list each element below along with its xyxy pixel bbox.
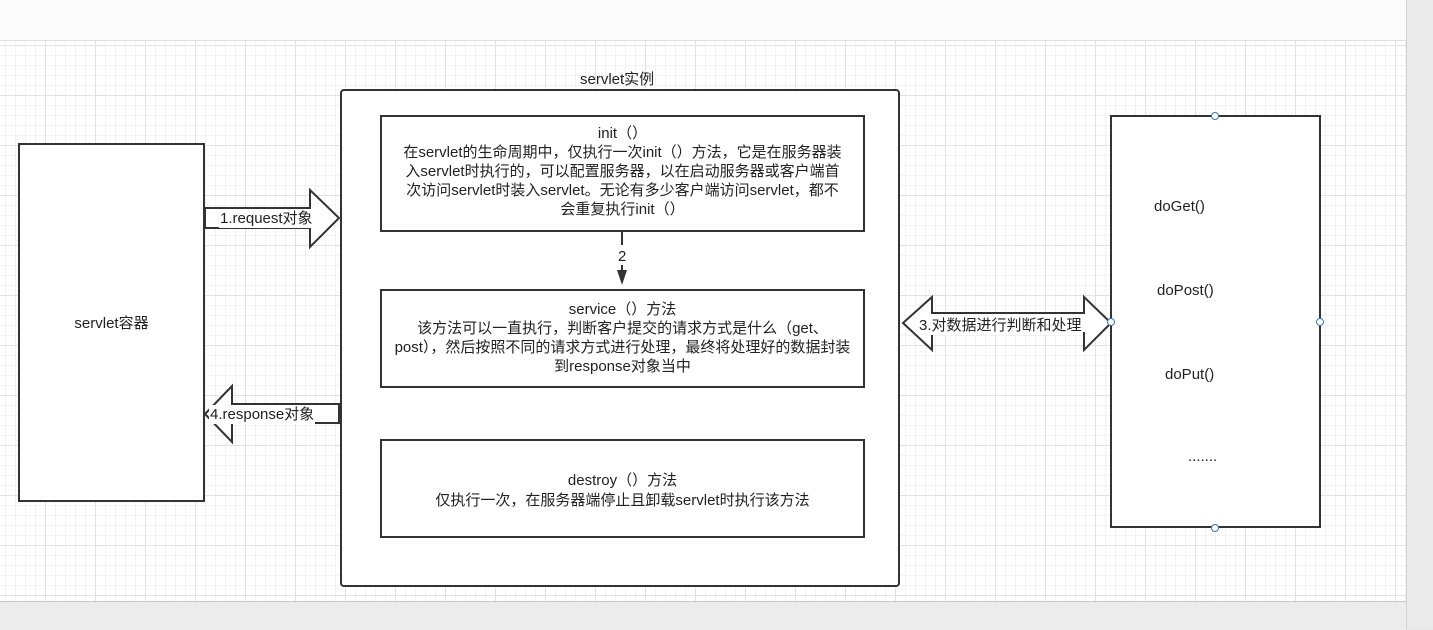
destroy-method-box[interactable]: destroy（）方法 仅执行一次，在服务器端停止且卸载servlet时执行该方… — [380, 439, 865, 538]
init-method-title: init（） — [597, 125, 648, 142]
canvas-top-strip — [0, 0, 1406, 41]
init-method-box[interactable]: init（） 在servlet的生命周期中，仅执行一次init（）方法，它是在服… — [380, 115, 865, 232]
service-method-title: service（）方法 — [568, 301, 677, 318]
dopost-method-label: doPost() — [1157, 282, 1214, 299]
process-arrow-label: 3.对数据进行判断和处理 — [918, 316, 1083, 335]
destroy-method-description: 仅执行一次，在服务器端停止且卸载servlet时执行该方法 — [435, 492, 810, 509]
destroy-method-title: destroy（）方法 — [567, 472, 678, 489]
response-arrow-label: 4.response对象 — [209, 405, 316, 424]
doput-method-label: doPut() — [1165, 366, 1215, 383]
service-method-box[interactable]: service（）方法 该方法可以一直执行，判断客户提交的请求方式是什么（get… — [380, 289, 865, 388]
more-methods-ellipsis: ....... — [1188, 448, 1218, 465]
servlet-container-box[interactable]: servlet容器 — [18, 143, 205, 502]
doget-method-label: doGet() — [1154, 198, 1205, 215]
service-method-description: 该方法可以一直执行，判断客户提交的请求方式是什么（get、post），然后按照不… — [394, 320, 851, 375]
resize-handle-left[interactable] — [1107, 318, 1115, 326]
servlet-container-label: servlet容器 — [74, 315, 149, 332]
resize-handle-top[interactable] — [1211, 112, 1219, 120]
init-method-description: 在servlet的生命周期中，仅执行一次init（）方法，它是在服务器装入ser… — [403, 144, 842, 218]
bottom-status-bar — [0, 601, 1406, 630]
step-2-label: 2 — [618, 248, 627, 265]
request-arrow-label: 1.request对象 — [219, 209, 314, 228]
resize-handle-bottom[interactable] — [1211, 524, 1219, 532]
http-methods-box[interactable]: doGet() doPost() doPut() ....... — [1110, 115, 1321, 528]
vertical-scrollbar-gutter[interactable] — [1406, 0, 1433, 629]
resize-handle-right[interactable] — [1316, 318, 1324, 326]
servlet-instance-title: servlet实例 — [580, 71, 655, 88]
